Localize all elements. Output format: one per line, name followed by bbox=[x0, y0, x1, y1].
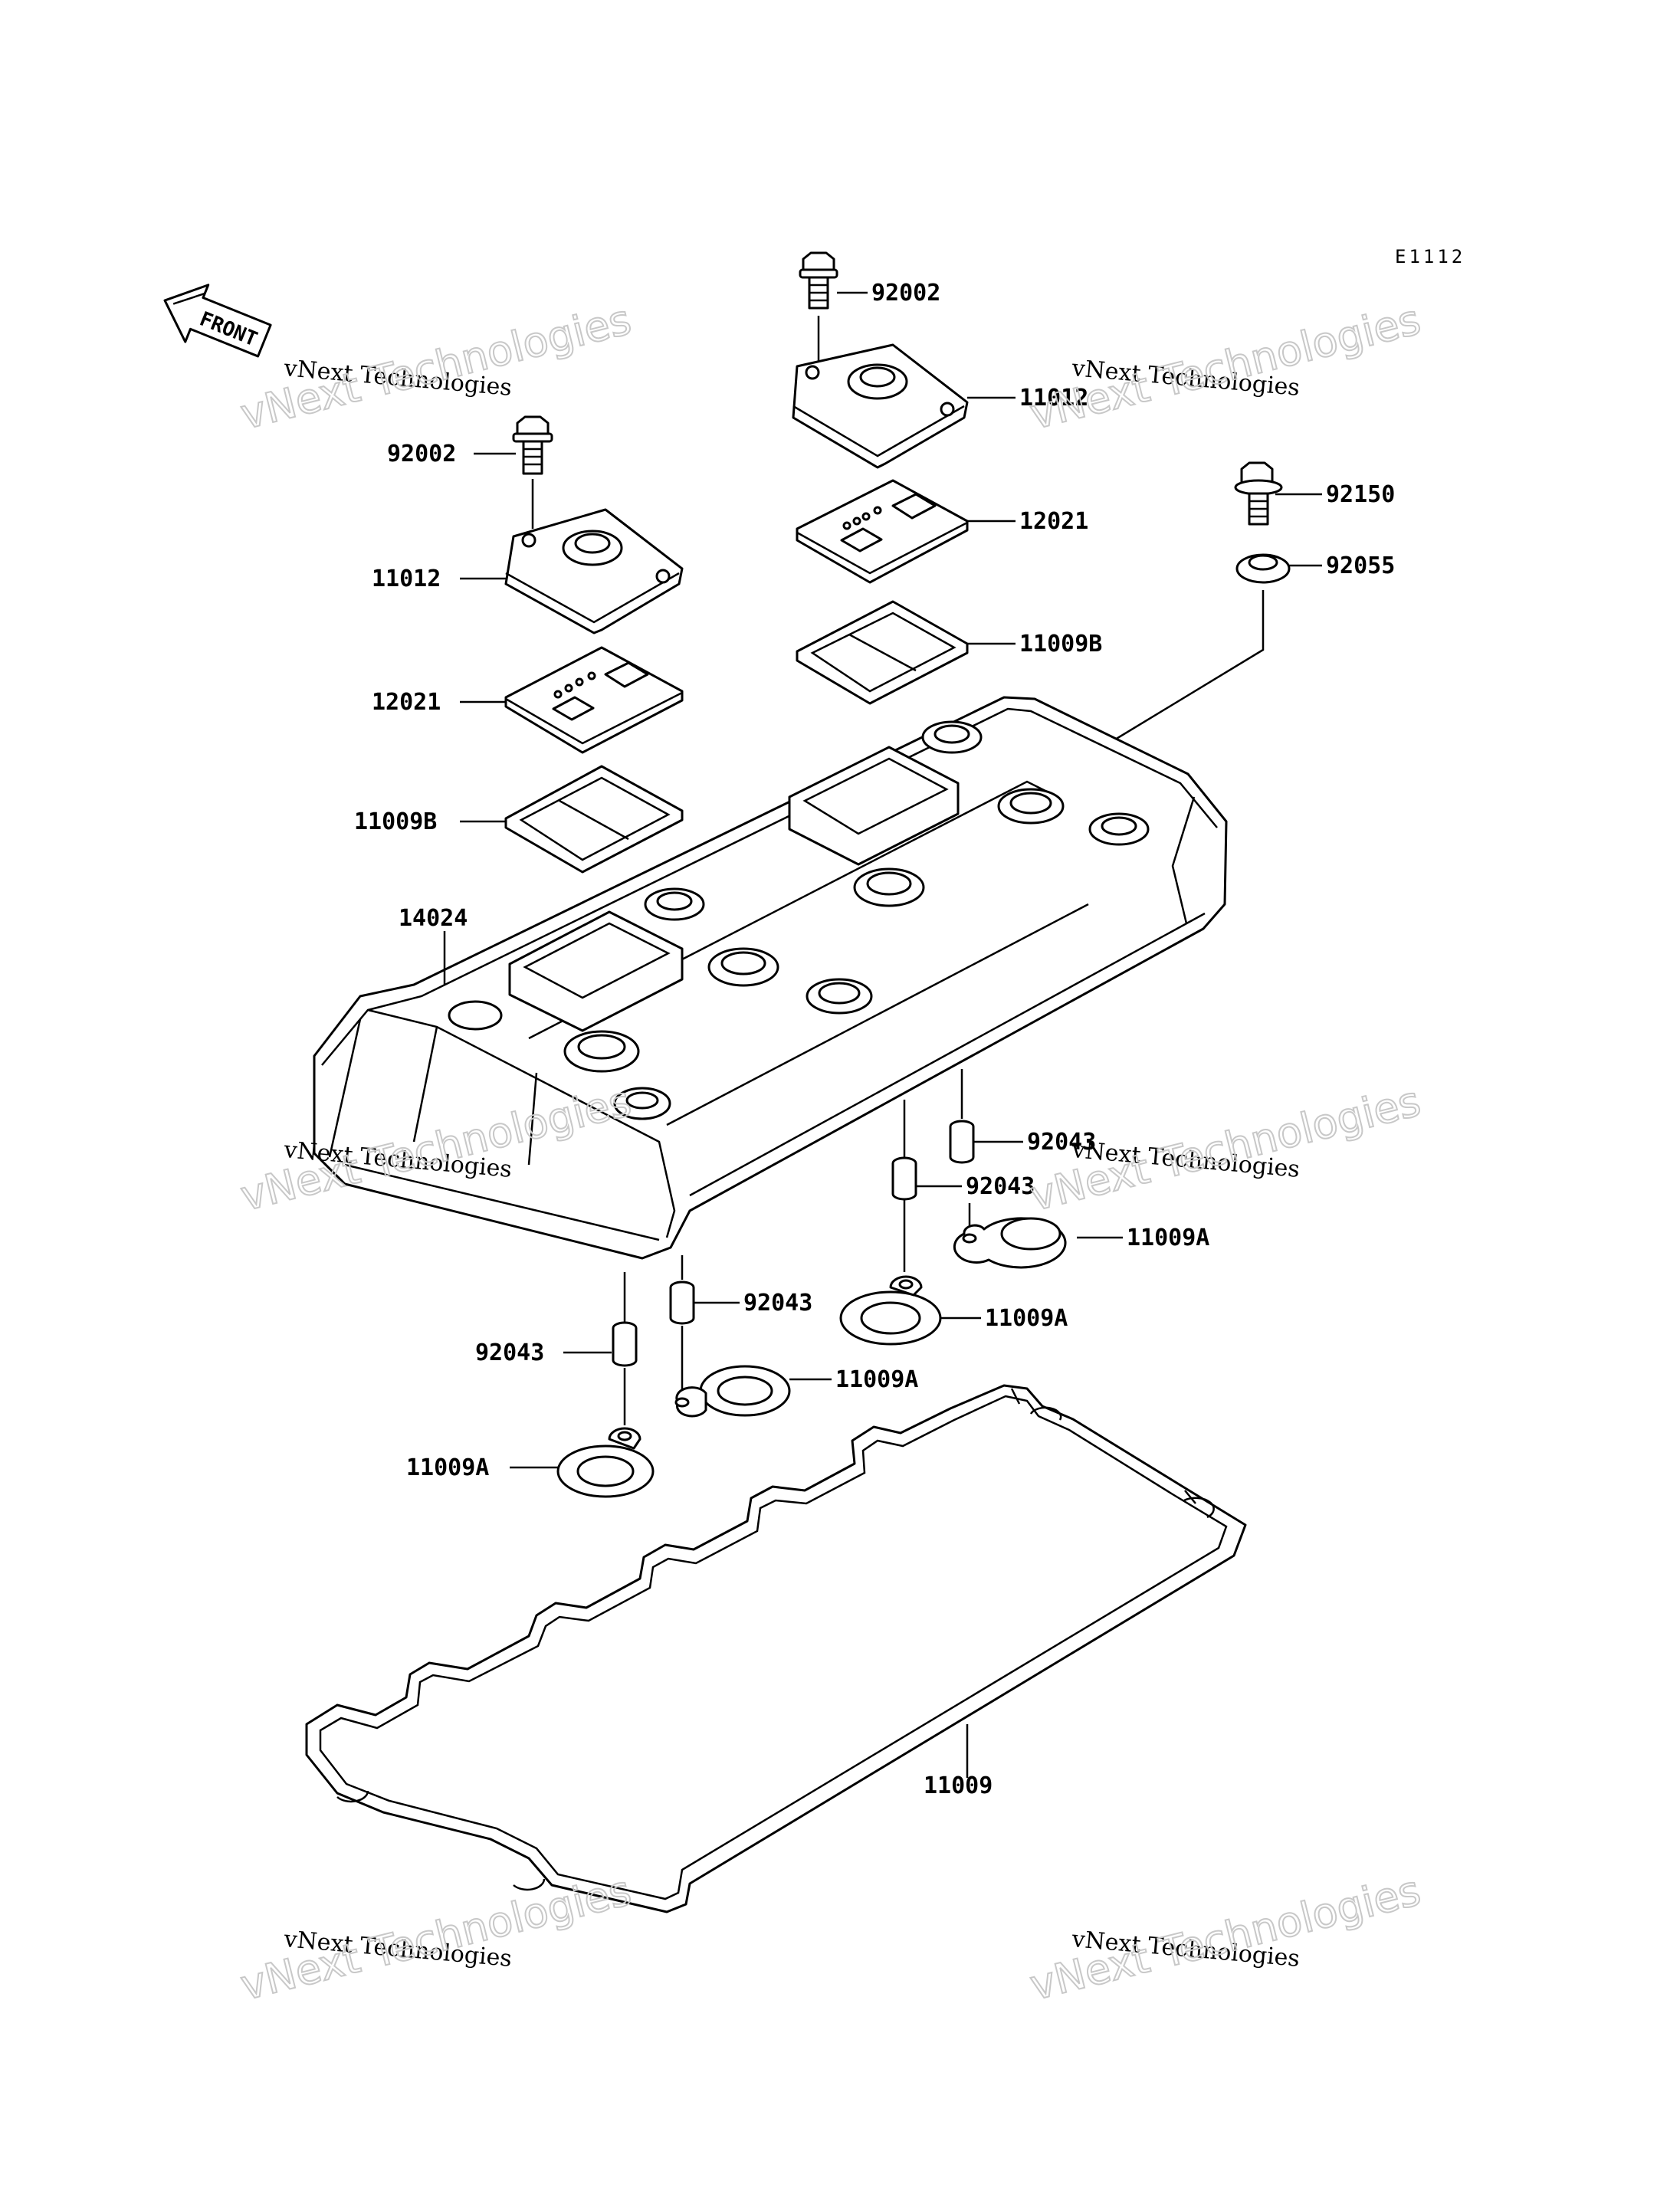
label-92002-left: 92002 bbox=[387, 441, 456, 467]
diagram-code: E1112 bbox=[1395, 246, 1465, 267]
plate-12021-left bbox=[504, 646, 684, 754]
label-11009B-left: 11009B bbox=[354, 808, 437, 835]
label-12021-left: 12021 bbox=[372, 689, 441, 716]
o-ring-11009A-b bbox=[839, 1275, 942, 1346]
label-11009A-b: 11009A bbox=[985, 1305, 1068, 1332]
watermark-top-right: vNext Technologies vNext Technologies bbox=[1025, 294, 1426, 439]
head-cover-14024 bbox=[313, 696, 1228, 1260]
washer-92055 bbox=[1235, 553, 1291, 584]
gasket-11009 bbox=[305, 1384, 1247, 1913]
label-92055: 92055 bbox=[1326, 553, 1395, 579]
dowel-92043-b bbox=[891, 1156, 917, 1201]
label-12021-top: 12021 bbox=[1019, 508, 1088, 535]
gasket-11009B-top bbox=[796, 600, 969, 705]
label-92043-c: 92043 bbox=[475, 1340, 544, 1366]
bolt-92002-top bbox=[799, 251, 838, 310]
watermark-mid-right: vNext Technologies vNext Technologies bbox=[1025, 1076, 1426, 1221]
label-11009A-a: 11009A bbox=[1127, 1225, 1209, 1251]
watermark-bottom-right: vNext Technologies vNext Technologies bbox=[1025, 1865, 1426, 2010]
o-ring-11009A-c bbox=[674, 1365, 791, 1418]
bolt-92150 bbox=[1234, 461, 1283, 526]
dowel-92043-d bbox=[669, 1280, 695, 1325]
label-11009: 11009 bbox=[924, 1772, 993, 1799]
label-11012-left: 11012 bbox=[372, 566, 441, 592]
label-92002-top: 92002 bbox=[871, 280, 940, 307]
front-arrow-icon: FRONT bbox=[163, 284, 272, 358]
o-ring-11009A-d bbox=[556, 1427, 655, 1498]
dowel-92043-c bbox=[612, 1321, 638, 1367]
cover-plate-11012-left bbox=[504, 508, 684, 635]
bolt-92002-left bbox=[512, 415, 553, 475]
label-11009A-c: 11009A bbox=[835, 1366, 918, 1393]
o-ring-11009A-a bbox=[953, 1217, 1067, 1269]
watermark-top-left: vNext Technologies vNext Technologies bbox=[235, 294, 637, 439]
label-14024: 14024 bbox=[399, 905, 468, 932]
label-11009B-top: 11009B bbox=[1019, 631, 1102, 657]
label-92150: 92150 bbox=[1326, 481, 1395, 508]
gasket-11009B-left bbox=[504, 765, 684, 874]
label-11009A-d: 11009A bbox=[406, 1454, 489, 1481]
cover-plate-11012-top bbox=[792, 343, 969, 469]
plate-12021-top bbox=[796, 479, 969, 584]
watermark-bottom-left: vNext Technologies vNext Technologies bbox=[235, 1865, 637, 2010]
label-92043-b: 92043 bbox=[966, 1173, 1035, 1200]
label-92043-d: 92043 bbox=[743, 1290, 812, 1317]
label-11012-top: 11012 bbox=[1019, 385, 1088, 412]
dowel-92043-a bbox=[949, 1120, 975, 1164]
label-92043-a: 92043 bbox=[1027, 1129, 1096, 1156]
